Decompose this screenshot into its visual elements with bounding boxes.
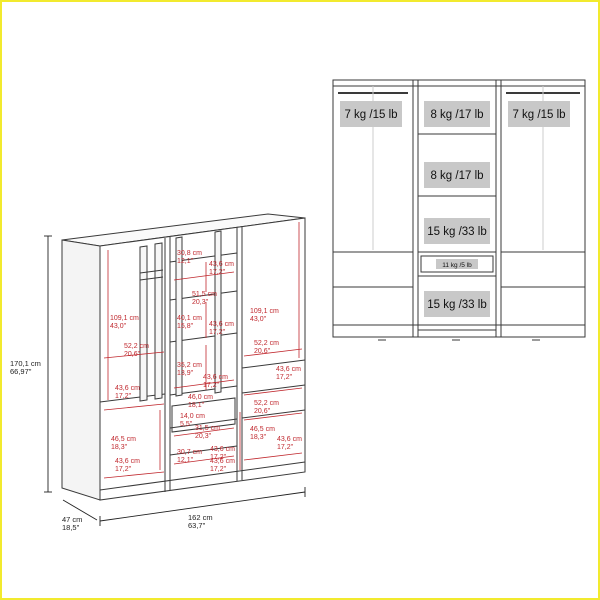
red-dimension-lines [103, 222, 303, 479]
dim-label: 30,7 cm [177, 449, 202, 456]
weight-label: 7 kg /15 lb [512, 109, 565, 121]
dim-label: 20,3" [192, 299, 209, 306]
dim-label: 109,1 cm [110, 315, 139, 322]
dim-label: 31,5 cm [195, 425, 220, 432]
depth-label: 47 cm [62, 515, 82, 524]
wardrobe-3d-view [61, 213, 306, 501]
height-label: 170,1 cm [10, 359, 41, 368]
dim-label: 43,6 cm [209, 261, 234, 268]
dim-label: 20,6" [254, 408, 271, 415]
depth-label: 18,5" [62, 523, 80, 532]
dim-label: 12,1" [177, 258, 194, 265]
dim-label: 17,2" [115, 393, 132, 400]
dim-label: 46,0 cm [188, 394, 213, 401]
dim-label: 43,6 cm [115, 385, 140, 392]
dim-label: 43,6 cm [115, 458, 140, 465]
dim-label: 20,6" [124, 351, 141, 358]
weight-box [424, 218, 490, 244]
weight-box [436, 259, 478, 269]
dim-label: 43,6 cm [203, 374, 228, 381]
dim-label: 35,2 cm [177, 362, 202, 369]
weight-box [340, 101, 402, 127]
weight-box [424, 162, 490, 188]
width-label: 63,7" [188, 521, 206, 530]
dim-label: 20,3" [195, 433, 212, 440]
dim-label: 43,6 cm [210, 458, 235, 465]
weight-boxes: 7 kg /15 lb 8 kg /17 lb 7 kg /15 lb 8 kg… [340, 101, 570, 317]
dim-label: 51,5 cm [192, 291, 217, 298]
dim-label: 43,6 cm [276, 366, 301, 373]
dim-label: 17,2" [276, 374, 293, 381]
weight-label: 8 kg /17 lb [430, 109, 483, 121]
overall-dimension-lines [44, 235, 306, 526]
dim-label: 46,5 cm [250, 426, 275, 433]
dim-label: 18,1" [188, 402, 205, 409]
weight-label: 15 kg /33 lb [427, 299, 486, 311]
dim-label: 52,2 cm [254, 340, 279, 347]
dim-label: 43,6 cm [210, 446, 235, 453]
dim-label: 43,6 cm [277, 436, 302, 443]
dim-label: 13,9" [177, 370, 194, 377]
dim-label: 12,1" [177, 457, 194, 464]
dim-label: 17,2" [115, 466, 132, 473]
dim-label: 5,5" [180, 421, 193, 428]
weight-label: 11 kg /5 lb [442, 262, 472, 269]
dim-label: 43,6 cm [209, 321, 234, 328]
dim-label: 17,2" [209, 329, 226, 336]
dim-label: 17,2" [277, 444, 294, 451]
dim-label: 18,3" [111, 444, 128, 451]
dim-label: 14,0 cm [180, 413, 205, 420]
dim-label: 43,0" [110, 323, 127, 330]
dim-label: 17,2" [210, 466, 227, 473]
weight-box [424, 291, 490, 317]
dim-label: 17,2" [203, 382, 220, 389]
dim-label: 52,2 cm [124, 343, 149, 350]
weight-box [424, 101, 490, 127]
weight-label: 7 kg /15 lb [344, 109, 397, 121]
overall-dimension-labels: 170,1 cm 66,97" 162 cm 63,7" 47 cm 18,5" [10, 359, 213, 532]
dim-label: 46,5 cm [111, 436, 136, 443]
dim-label: 30,8 cm [177, 250, 202, 257]
dim-label: 40,1 cm [177, 315, 202, 322]
weight-box [508, 101, 570, 127]
red-dimension-labels: 30,8 cm 12,1" 43,6 cm 17,2" 51,5 cm 20,3… [110, 250, 302, 473]
height-label: 66,97" [10, 367, 32, 376]
dim-label: 17,2" [209, 269, 226, 276]
dim-label: 109,1 cm [250, 308, 279, 315]
weight-label: 15 kg /33 lb [427, 226, 486, 238]
dim-label: 20,6" [254, 348, 271, 355]
dim-label: 15,8" [177, 323, 194, 330]
dim-label: 52,2 cm [254, 400, 279, 407]
dim-label: 17,2" [210, 454, 227, 461]
width-label: 162 cm [188, 513, 213, 522]
dim-label: 43,0" [250, 316, 267, 323]
weight-label: 8 kg /17 lb [430, 170, 483, 182]
dim-label: 18,3" [250, 434, 267, 441]
